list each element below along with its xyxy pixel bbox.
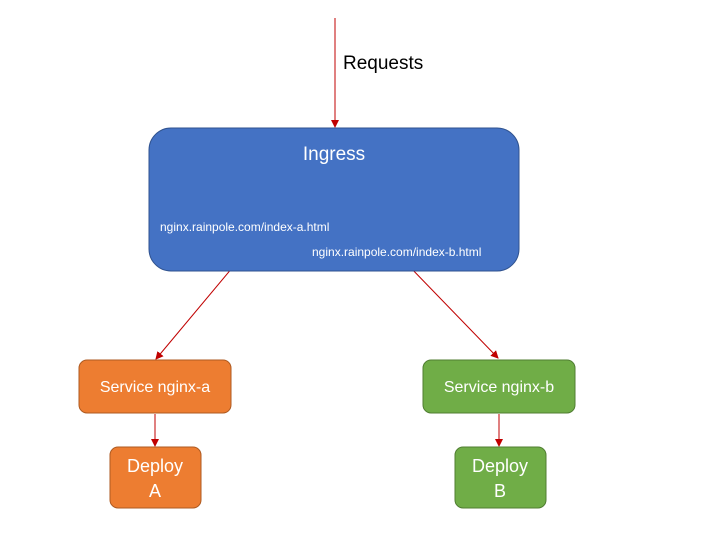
deploy-a-box	[109, 446, 202, 509]
service-a-label: Service nginx-a	[100, 379, 210, 396]
ingress-route-b: nginx.rainpole.com/index-b.html	[312, 245, 481, 259]
deploy-b-box	[454, 446, 547, 509]
deploy-b-line2: B	[494, 481, 506, 501]
service-b-label: Service nginx-b	[444, 379, 554, 396]
service-b-node: Service nginx-b	[422, 359, 576, 414]
requests-label: Requests	[343, 53, 423, 74]
ingress-box	[148, 127, 520, 272]
service-a-box	[78, 359, 232, 414]
ingress-title: Ingress	[303, 144, 365, 165]
route-b-arrow	[407, 264, 499, 359]
ingress-node: Ingress nginx.rainpole.com/index-a.html …	[148, 127, 520, 272]
deploy-a-line1: Deploy	[127, 456, 183, 476]
deploy-b-line1: Deploy	[472, 456, 528, 476]
service-a-node: Service nginx-a	[78, 359, 232, 414]
deploy-a-line2: A	[149, 481, 161, 501]
ingress-route-a: nginx.rainpole.com/index-a.html	[160, 220, 329, 234]
deploy-b-node: Deploy B	[454, 446, 547, 509]
service-b-box	[422, 359, 576, 414]
deploy-a-node: Deploy A	[109, 446, 202, 509]
